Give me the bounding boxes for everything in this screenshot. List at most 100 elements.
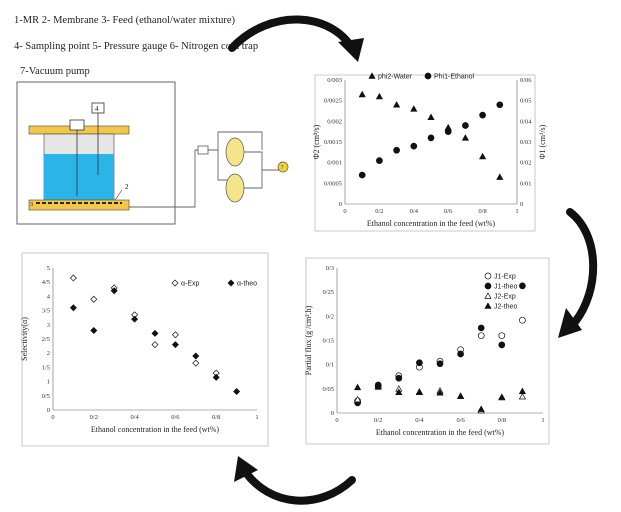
y-tick-label: 0/05 <box>322 386 334 393</box>
y-tick-label: 2 <box>47 350 50 357</box>
data-point <box>498 393 506 400</box>
data-point <box>415 388 423 395</box>
legend-marker <box>484 282 492 290</box>
data-point <box>374 383 382 390</box>
legend-label: J2-Exp <box>494 294 516 301</box>
y-tick-label: 2/5 <box>42 336 50 343</box>
cold-trap-1 <box>225 137 245 167</box>
y-tick-label: 1/5 <box>42 364 50 371</box>
data-point <box>395 374 403 382</box>
data-point <box>457 392 465 399</box>
legend-label: Phi1-Ethanol <box>434 74 475 81</box>
data-point <box>519 282 526 290</box>
data-point <box>444 128 452 136</box>
legend-marker <box>484 302 492 309</box>
flow-arrow-right <box>566 208 598 326</box>
y-tick-label: 0 <box>339 201 342 208</box>
legend-label: α-Exp <box>181 281 200 288</box>
data-point <box>69 274 77 282</box>
data-point <box>462 122 469 129</box>
data-point <box>354 395 362 403</box>
data-point <box>393 146 400 154</box>
data-point <box>427 113 435 120</box>
data-point <box>212 373 220 381</box>
data-point <box>171 341 179 349</box>
legend-line-1: 1-MR 2- Membrane 3- Feed (ethanol/water … <box>14 15 236 26</box>
y-tick-label: 0/3 <box>326 265 334 272</box>
y-axis-title: Φ2 (cm³/s) <box>312 124 321 159</box>
series-2: α-theo <box>69 279 257 396</box>
data-point <box>518 392 526 400</box>
feed-label: 3 <box>30 202 33 208</box>
data-point <box>479 152 487 160</box>
flow-arrow-top <box>228 15 356 52</box>
data-point <box>151 329 159 337</box>
data-point <box>410 105 418 112</box>
data-point <box>479 111 486 119</box>
x-tick-label: 0 <box>51 414 54 421</box>
data-point <box>416 359 423 367</box>
data-point <box>519 316 526 324</box>
y-tick-label: 4 <box>47 293 51 300</box>
x-tick-label: 0/2 <box>90 414 98 421</box>
y2-tick-label: 0/03 <box>520 139 532 146</box>
x-tick-label: 0/2 <box>374 417 382 424</box>
x-tick-label: 0/6 <box>171 414 180 421</box>
stirrer-top <box>69 119 85 131</box>
legend-line-2: 4- Sampling point 5- Pressure gauge 6- N… <box>14 41 259 52</box>
legend-label: α-theo <box>237 281 257 288</box>
data-point <box>518 387 526 394</box>
pressure-gauge-box <box>197 145 209 155</box>
x-tick-label: 0/6 <box>444 208 453 215</box>
data-point <box>498 341 506 349</box>
x-tick-label: 0/8 <box>478 208 486 215</box>
y2-tick-label: 0/02 <box>520 160 532 167</box>
x-tick-label: 1 <box>515 208 518 215</box>
series-4: J2-theo <box>354 302 526 412</box>
flow-arrow-right-head <box>558 308 582 338</box>
y2-tick-label: 0/01 <box>520 180 532 187</box>
data-point <box>354 383 362 391</box>
x-tick-label: 1 <box>255 414 258 421</box>
x-axis-title: Ethanol concentration in the feed (wt%) <box>376 428 505 437</box>
x-tick-label: 1 <box>541 417 544 424</box>
data-point <box>192 352 200 360</box>
flow-arrow-bottom-head <box>234 456 258 482</box>
x-tick-label: 0/4 <box>130 414 139 421</box>
chart-frame <box>314 74 536 232</box>
y-tick-label: 0/25 <box>322 289 334 296</box>
flow-arrow-bottom <box>240 466 356 505</box>
data-point <box>376 157 383 164</box>
data-point <box>358 171 366 179</box>
legend-label: J1-theo <box>494 284 517 291</box>
y-tick-label: 3/5 <box>42 308 50 315</box>
legend-marker <box>484 292 492 299</box>
data-point <box>477 332 485 340</box>
sampling-label: 4 <box>95 105 99 113</box>
y2-axis-title: Φ1 (cm³/s) <box>538 124 547 159</box>
data-point <box>427 134 435 142</box>
data-point <box>461 134 469 141</box>
data-point <box>358 90 366 98</box>
y-tick-label: 0/002 <box>327 118 342 125</box>
data-point <box>457 350 464 358</box>
y-axis-title: Selectivity(α) <box>20 317 29 361</box>
y-tick-label: 0/003 <box>327 77 342 84</box>
data-point <box>151 341 159 349</box>
data-point <box>436 360 444 368</box>
y-tick-label: 1 <box>47 379 50 386</box>
y-axis-title: Partial flux (g /cm².h) <box>304 305 313 375</box>
y2-tick-label: 0 <box>520 201 523 208</box>
data-point <box>436 388 444 396</box>
x-tick-label: 0/8 <box>212 414 220 421</box>
data-point <box>496 101 504 109</box>
series-1: α-Exp <box>69 274 220 377</box>
legend-marker <box>171 279 179 287</box>
data-point <box>477 405 485 412</box>
data-point <box>192 359 200 367</box>
y-tick-label: 3 <box>47 322 50 329</box>
x-tick-label: 0 <box>335 417 338 424</box>
